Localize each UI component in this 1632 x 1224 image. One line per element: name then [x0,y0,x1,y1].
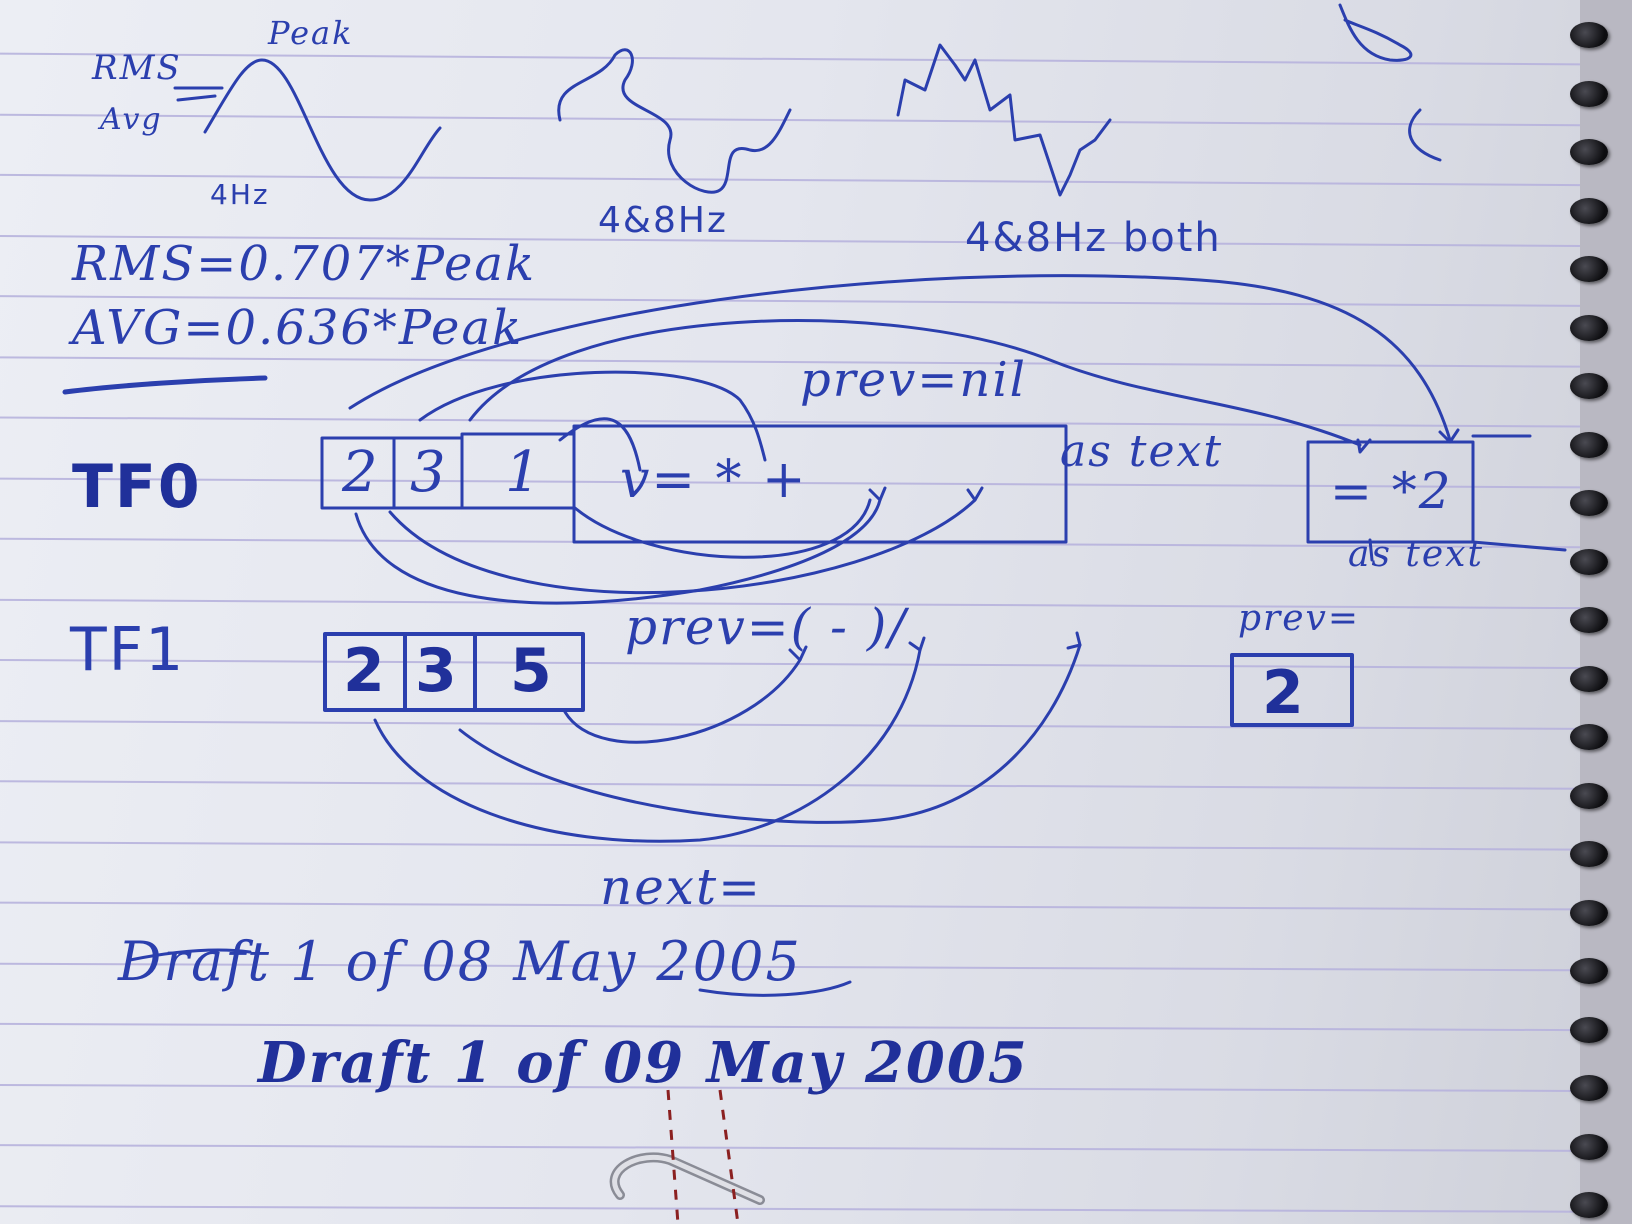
avg-arrow [176,94,217,102]
avg-formula: AVG=0.636*Peak [72,300,524,356]
spiral-coil [1570,315,1608,341]
tf0-prev-label: prev=nil [800,352,1028,408]
spiral-coil [1570,1017,1608,1043]
spiral-coil [1570,841,1608,867]
spiral-coil [1570,724,1608,750]
spiral-coil [1570,607,1608,633]
wave-4-8hz [557,48,792,194]
draft-strike [128,948,252,962]
spiral-coil [1570,1192,1608,1218]
spiral-coil [1570,666,1608,692]
formula-underline [62,375,268,395]
tf0-cell-1: 2 [342,440,380,505]
tf0-cell-3: 1 [505,440,543,505]
tf1-prev-label: prev= [1238,598,1361,639]
spiral-coil [1570,139,1608,165]
ink-sketch [62,3,1567,1224]
wave-4-8hz-both-label: 4&8Hz both [965,215,1222,261]
spiral-coil [1570,81,1608,107]
tf0-result-as-text: as text [1348,534,1484,575]
spiral-binding [1566,0,1626,1224]
tf1-cell-1: 2 [343,636,387,706]
spiral-coil [1570,549,1608,575]
spiral-coil [1570,256,1608,282]
tf1-prev-box [1230,653,1354,727]
spiral-coil [1570,432,1608,458]
tf1-cell-box-3 [473,632,585,712]
spiral-coil [1570,783,1608,809]
next-label: next= [600,858,762,916]
spiral-coil [1570,1134,1608,1160]
tf1-expression: prev=( - )/ [625,598,908,656]
freq-label: 4Hz [210,178,270,211]
tf1-prev-value: 2 [1262,658,1306,728]
draft-underline [698,980,852,997]
tf0-expression: v= * + [620,450,808,510]
spiral-coil [1570,198,1608,224]
notebook-page: RMS Avg Peak 4Hz 4&8Hz 4&8Hz both RMS=0.… [0,0,1580,1224]
tf0-cell-2: 3 [410,440,448,505]
tf0-label: TF0 [72,452,202,522]
spiral-coil [1570,490,1608,516]
wave-4-8hz-label: 4&8Hz [598,200,728,241]
draft-struck: Draft 1 of 08 May 2005 [118,930,802,993]
tf0-as-text: as text [1060,426,1224,477]
sine-wave [203,58,442,202]
spiral-coil [1570,900,1608,926]
red-thread [666,1089,740,1224]
tf1-cell-3: 5 [510,636,554,706]
spiral-coil [1570,958,1608,984]
tf1-cell-2: 3 [415,636,459,706]
tf0-result-box [1306,440,1475,544]
peak-label: Peak [268,14,354,52]
wave-4-8hz-both [896,43,1112,197]
spiral-coil [1570,373,1608,399]
rms-label: RMS [92,48,182,88]
spiral-coil [1570,22,1608,48]
tf0-expression-box [572,424,1068,544]
paper-clip [609,1152,765,1205]
tf1-label: TF1 [70,615,186,685]
avg-label: Avg [100,102,163,137]
rms-formula: RMS=0.707*Peak [72,236,537,292]
draft-current: Draft 1 of 09 May 2005 [258,1030,1029,1096]
corner-doodle [1338,3,1413,62]
spiral-coil [1570,1075,1608,1101]
tf0-result: = *2 [1330,462,1453,520]
